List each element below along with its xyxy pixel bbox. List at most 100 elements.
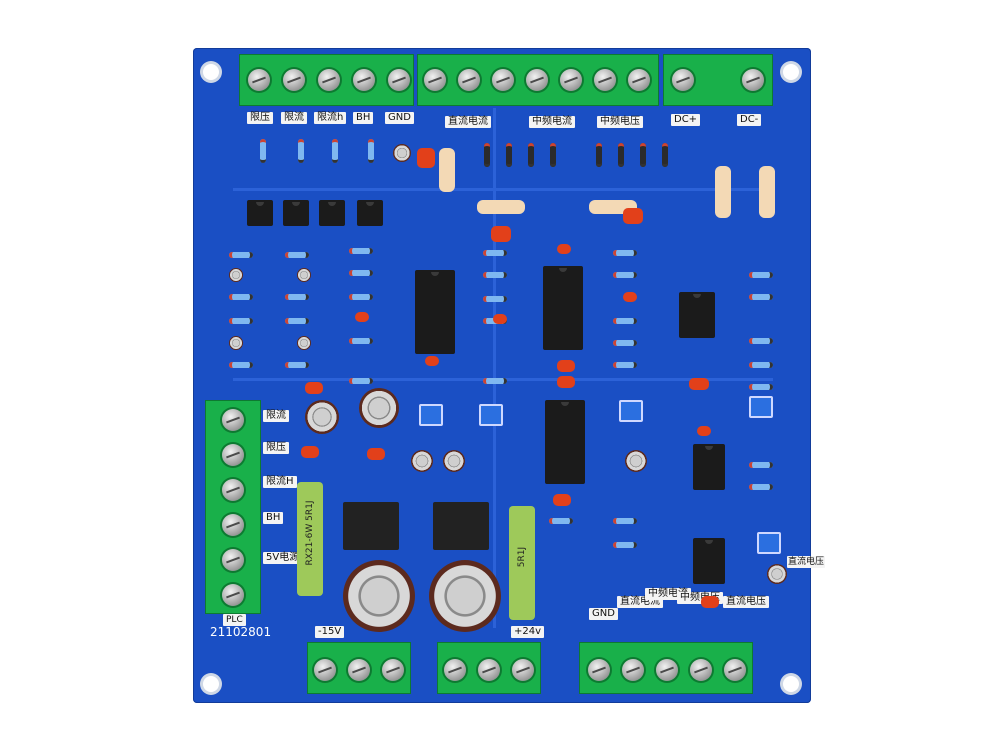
diode [506, 143, 512, 167]
resistor [749, 272, 773, 278]
label-bh-left: BH [263, 512, 284, 524]
resistor [613, 362, 637, 368]
electrolytic-capacitor [411, 450, 433, 472]
led [229, 336, 243, 350]
ceramic-capacitor [553, 494, 571, 506]
diode [528, 143, 534, 167]
ic-chip [543, 266, 583, 350]
ceramic-capacitor [355, 312, 369, 322]
terminal-screw [588, 659, 610, 681]
resistor [260, 139, 266, 163]
circuit-board: 限压 限流 限流h BH GND 直流电流 中频电流 中频电压 DC+ DC- … [193, 48, 826, 703]
terminal-block-bottom-middle [437, 642, 541, 694]
terminal-screw [424, 69, 446, 91]
label-dc-current-top: 直流电流 [445, 116, 491, 128]
ic-chip [679, 292, 715, 338]
led [229, 268, 243, 282]
terminal-block-left [205, 400, 261, 614]
terminal-screw [724, 659, 746, 681]
diode [550, 143, 556, 167]
ceramic-capacitor [305, 382, 323, 394]
terminal-screw [382, 659, 404, 681]
resistor [613, 272, 637, 278]
optocoupler [247, 200, 273, 226]
diode [484, 143, 490, 167]
electrolytic-capacitor [429, 560, 501, 632]
optocoupler [357, 200, 383, 226]
label-xianya-left: 限压 [263, 442, 289, 454]
terminal-screw [656, 659, 678, 681]
electrolytic-capacitor [767, 564, 787, 584]
terminal-block-bottom-right [579, 642, 753, 694]
terminal-screw [283, 69, 305, 91]
ceramic-capacitor [623, 292, 637, 302]
label-gnd-top: GND [385, 112, 414, 124]
power-resistor [715, 166, 731, 218]
ceramic-capacitor [701, 596, 719, 608]
terminal-screw [222, 479, 244, 501]
heatsink [343, 502, 399, 550]
terminal-screw [690, 659, 712, 681]
mounting-hole [783, 676, 799, 692]
resistor [749, 384, 773, 390]
label-xianliuh-left: 限流H [263, 476, 297, 488]
led [297, 268, 311, 282]
resistor [613, 542, 637, 548]
resistor [613, 340, 637, 346]
resistor [483, 378, 507, 384]
mounting-hole [783, 64, 799, 80]
label-plus24v: +24v [511, 626, 545, 638]
terminal-screw [348, 659, 370, 681]
resistor-marking-2: 5R1J [517, 546, 527, 568]
terminal-screw [314, 659, 336, 681]
diode [596, 143, 602, 167]
resistor [349, 294, 373, 300]
ceramic-capacitor [697, 426, 711, 436]
resistor [349, 378, 373, 384]
resistor [749, 484, 773, 490]
label-mf-current-top: 中频电流 [529, 116, 575, 128]
terminal-screw [444, 659, 466, 681]
terminal-block-bottom-left [307, 642, 411, 694]
pcb-trace [233, 188, 773, 191]
label-xianliu-top: 限流 [281, 112, 307, 124]
power-resistor [477, 200, 525, 214]
resistor [749, 294, 773, 300]
resistor [229, 362, 253, 368]
silkscreen-code: 21102801 [210, 625, 272, 639]
label-mf-voltage-top: 中频电压 [597, 116, 643, 128]
terminal-screw [222, 444, 244, 466]
ic-chip [415, 270, 455, 354]
resistor [332, 139, 338, 163]
electrolytic-capacitor [625, 450, 647, 472]
resistor [483, 296, 507, 302]
terminal-screw [512, 659, 534, 681]
ceramic-capacitor [425, 356, 439, 366]
resistor [285, 294, 309, 300]
terminal-screw [318, 69, 340, 91]
electrolytic-capacitor [343, 560, 415, 632]
terminal-block-top-left [239, 54, 414, 106]
resistor [749, 362, 773, 368]
resistor [483, 250, 507, 256]
ceramic-capacitor [493, 314, 507, 324]
trimmer-potentiometer [479, 404, 503, 426]
terminal-screw [594, 69, 616, 91]
terminal-screw [492, 69, 514, 91]
terminal-screw [388, 69, 410, 91]
resistor [229, 318, 253, 324]
ceramic-capacitor [491, 226, 511, 242]
terminal-screw [526, 69, 548, 91]
resistor [349, 248, 373, 254]
trimmer-potentiometer [757, 532, 781, 554]
label-xianliuh-top: 限流h [314, 112, 347, 124]
resistor [613, 518, 637, 524]
resistor [613, 318, 637, 324]
diode [618, 143, 624, 167]
diode [640, 143, 646, 167]
mounting-hole [203, 676, 219, 692]
electrolytic-capacitor [359, 388, 399, 428]
ceramic-capacitor [417, 148, 435, 168]
power-resistor [759, 166, 775, 218]
terminal-screw [222, 514, 244, 536]
